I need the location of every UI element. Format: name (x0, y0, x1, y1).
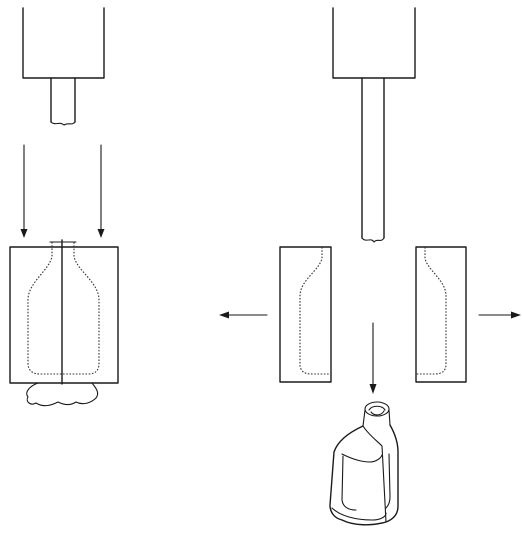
bottle-shoulder-ridge (341, 453, 383, 463)
mold-opening-arrows (219, 311, 521, 319)
mold-closing-right-arrow-head (97, 229, 105, 238)
extrusion-head-right (332, 7, 416, 79)
part-ejection-arrow-head (369, 384, 377, 394)
mold-opening-left-arrow-head (219, 311, 229, 319)
blow-pin (361, 77, 385, 239)
mold-closing-left-arrow-head (20, 229, 28, 238)
opened-mold-right-cavity (416, 247, 447, 375)
ejected-bottle (329, 401, 399, 526)
bottle-mouth-inner (368, 405, 386, 416)
bottle-panel-right (385, 453, 391, 509)
parison-tube-left (50, 77, 76, 123)
bottle-body (329, 424, 399, 526)
mold-closing-arrows (20, 144, 105, 238)
blow-pin-tip (361, 237, 385, 243)
closing-mold (9, 246, 119, 384)
bottle-panel-left (341, 455, 357, 511)
bottle-front-edge (362, 425, 387, 523)
opened-mold-right (415, 246, 467, 383)
right-stage (219, 7, 521, 526)
bottle-neck (362, 409, 391, 427)
opened-mold-left (279, 246, 332, 383)
extrusion-head-left (22, 7, 105, 79)
mold-opening-right-arrow-head (511, 311, 521, 319)
parison-tube-end (50, 121, 76, 126)
bottle-base (331, 507, 387, 521)
opened-mold-left-cavity (299, 247, 331, 375)
bottle-cavity-outline (27, 242, 100, 375)
bottle-mouth (364, 401, 390, 417)
pinch-off-flash (26, 382, 99, 407)
left-stage (9, 7, 119, 407)
